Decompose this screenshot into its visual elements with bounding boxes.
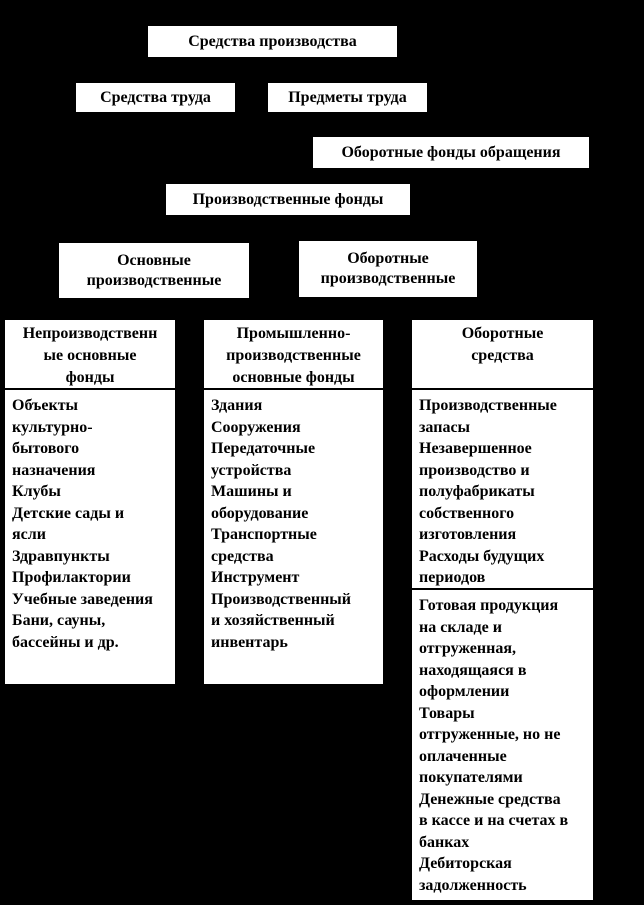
list-item: Товары отгруженные, но не оплаченные пок… xyxy=(419,704,561,787)
box-proizvodstvennye-fondy: Производственные фонды xyxy=(165,183,411,216)
box-oborotnye-proizvodstvennye: Оборотные производственные xyxy=(298,240,478,298)
list-item: Передаточные устройства xyxy=(211,440,316,479)
column-section-working-capital-production: Производственные запасы Незавершенное пр… xyxy=(412,390,593,590)
column-oborotnye-sredstva: Оборотные средства Производственные запа… xyxy=(410,318,595,902)
list-item: Клубы xyxy=(12,483,61,500)
list-item: Детские сады и ясли xyxy=(12,504,125,544)
list-item: Незавершенное производство и полуфабрика… xyxy=(419,440,535,543)
list-item: Машины и оборудование xyxy=(211,483,309,522)
column-neproizvodstvennye-osnovnye-fondy: Непроизводственн ые основные фонды Объек… xyxy=(3,318,177,686)
list-item: Бани, сауны, бассейны и др. xyxy=(12,612,119,651)
column-body: Объекты культурно- бытового назначения К… xyxy=(5,390,175,684)
box-sredstva-truda: Средства труда xyxy=(75,82,236,113)
list-item: Производственный и хозяйственный инвента… xyxy=(211,590,352,651)
list-item: Сооружения xyxy=(211,418,301,436)
list-item: Инструмент xyxy=(211,569,300,586)
column-header: Промышленно- производственные основные ф… xyxy=(204,320,383,390)
list-item: Расходы будущих периодов xyxy=(419,547,545,587)
box-osnovnye-proizvodstvennye: Основные производственные xyxy=(58,242,250,299)
column-header: Непроизводственн ые основные фонды xyxy=(5,320,175,390)
list-item: Дебиторская задолженность xyxy=(419,855,527,894)
list-item: Готовая продукция на складе и отгруженна… xyxy=(419,597,559,700)
box-predmety-truda: Предметы труда xyxy=(267,82,428,113)
list-item: Здравпункты xyxy=(12,547,110,565)
list-item: Учебные заведения xyxy=(12,590,153,608)
column-header: Оборотные средства xyxy=(412,320,593,390)
column-promyshlenno-proizvodstvennye-osnovnye-fondy: Промышленно- производственные основные ф… xyxy=(202,318,385,686)
list-item: Транспортные средства xyxy=(211,526,317,565)
list-item: Денежные средства в кассе и на счетах в … xyxy=(419,790,569,851)
list-item: Производственные запасы xyxy=(419,397,557,436)
column-section-working-capital-circulation: Готовая продукция на складе и отгруженна… xyxy=(412,590,593,900)
box-oborotnye-fondy-obrashcheniya: Оборотные фонды обращения xyxy=(312,136,590,169)
list-item: Объекты культурно- бытового назначения xyxy=(12,397,96,479)
box-sredstva-proizvodstva: Средства производства xyxy=(147,25,398,58)
list-item: Здания xyxy=(211,397,263,414)
column-body: Здания Сооружения Передаточные устройств… xyxy=(204,390,383,684)
list-item: Профилактории xyxy=(12,569,131,586)
